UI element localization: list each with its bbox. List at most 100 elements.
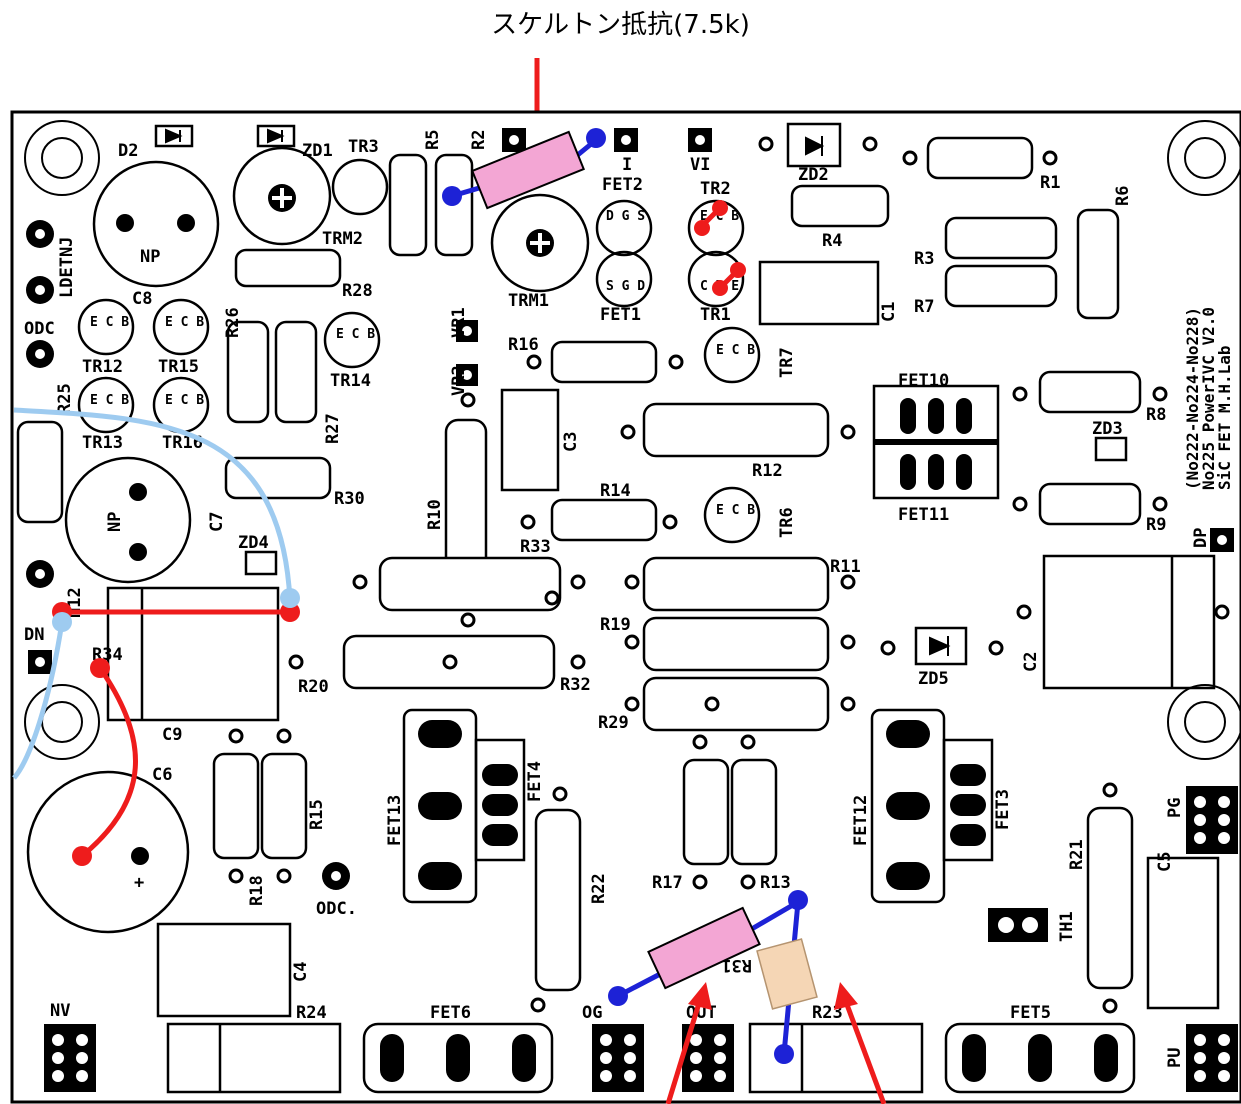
label-fet1: FET1 <box>600 305 641 325</box>
label-r21: R21 <box>1067 839 1087 870</box>
label-r28: R28 <box>342 281 373 301</box>
label-c5: C5 <box>1155 852 1175 872</box>
board-title-line3: SiC FET M.H.Lab <box>1215 346 1234 491</box>
skeleton-resistor-bottom <box>608 890 818 1064</box>
label-r12: R12 <box>752 461 783 481</box>
label-r24: R24 <box>296 1003 327 1023</box>
label-d2: D2 <box>118 141 138 161</box>
label-vr1: VR1 <box>449 307 469 338</box>
pins-tr7: E C B <box>716 343 755 358</box>
label-r5: R5 <box>423 130 443 150</box>
label-r20: R20 <box>298 677 329 697</box>
label-trm1: TRM1 <box>508 291 549 311</box>
label-zd3: ZD3 <box>1092 419 1123 439</box>
pins-fet2: D G S <box>606 209 645 224</box>
label-plus: + <box>134 873 144 893</box>
label-tr2: TR2 <box>700 179 731 199</box>
label-fet2: FET2 <box>602 175 643 195</box>
bottom-arrows <box>665 982 887 1104</box>
label-tr1: TR1 <box>700 305 731 325</box>
board-title-line1: (No222-No224-No228) <box>1183 307 1202 490</box>
label-odc-dot: ODC. <box>316 899 357 919</box>
label-r17: R17 <box>652 873 683 893</box>
label-np-c7: NP <box>105 512 125 532</box>
mount-holes <box>24 120 1241 760</box>
label-tr7: TR7 <box>777 347 797 378</box>
pins-tr16: E C B <box>165 393 204 408</box>
label-r14: R14 <box>600 481 631 501</box>
label-r16: R16 <box>508 335 539 355</box>
trimmer-trm2 <box>232 146 332 246</box>
label-trm2: TRM2 <box>322 229 363 249</box>
label-r19: R19 <box>600 615 631 635</box>
label-r25: R25 <box>55 383 75 414</box>
np-capacitor-top <box>92 160 220 288</box>
pins-fet1: S G D <box>606 279 645 294</box>
label-r1: R1 <box>1040 173 1060 193</box>
label-r31: R31 <box>721 955 752 975</box>
label-c2: C2 <box>1021 652 1041 672</box>
small-pads <box>228 136 1230 1014</box>
component-boxes <box>106 122 1220 1094</box>
label-nv: NV <box>50 1001 70 1021</box>
label-r32: R32 <box>560 675 591 695</box>
label-r33: R33 <box>520 537 551 557</box>
label-tr12: TR12 <box>82 357 123 377</box>
label-r10: R10 <box>425 499 445 530</box>
label-pg: PG <box>1165 798 1185 818</box>
pins-tr13: E C B <box>90 393 129 408</box>
label-fet6: FET6 <box>430 1003 471 1023</box>
label-r7: R7 <box>914 297 934 317</box>
label-dp: DP <box>1191 528 1211 548</box>
label-c1: C1 <box>879 302 899 322</box>
label-r11: R11 <box>830 557 861 577</box>
label-i: I <box>622 155 632 175</box>
label-r13: R13 <box>760 873 791 893</box>
label-r8: R8 <box>1146 405 1166 425</box>
label-th1: TH1 <box>1057 911 1077 942</box>
trimmer-trm1 <box>490 193 590 293</box>
label-tr3: TR3 <box>348 137 379 157</box>
capacitor-c6 <box>26 770 190 934</box>
chip-component <box>756 938 818 1010</box>
label-ldetn: LDETNJ <box>57 237 77 298</box>
label-vi: VI <box>690 155 710 175</box>
skeleton-resistor-top <box>442 128 606 210</box>
transistor-outlines <box>77 158 761 544</box>
label-np-top: NP <box>140 247 160 267</box>
label-vr2: VR2 <box>449 365 469 396</box>
label-c6: C6 <box>152 765 172 785</box>
label-r22: R22 <box>589 873 609 904</box>
label-c8: C8 <box>132 289 152 309</box>
annotation-caption: スケルトン抵抗(7.5k) <box>491 10 750 40</box>
label-c7: C7 <box>207 512 227 532</box>
label-r3: R3 <box>914 249 934 269</box>
label-dn: DN <box>24 625 44 645</box>
label-tr14: TR14 <box>330 371 371 391</box>
pins-tr14: E C B <box>336 327 375 342</box>
label-fet10: FET10 <box>898 371 949 391</box>
resistor-bodies <box>16 136 1142 992</box>
label-pu: PU <box>1165 1048 1185 1068</box>
label-zd5: ZD5 <box>918 669 949 689</box>
label-fet5: FET5 <box>1010 1003 1051 1023</box>
label-r26: R26 <box>223 307 243 338</box>
label-r27: R27 <box>323 413 343 444</box>
label-fet12: FET12 <box>851 795 871 846</box>
label-zd4: ZD4 <box>238 533 269 553</box>
label-fet3: FET3 <box>993 789 1013 830</box>
label-r18: R18 <box>247 875 267 906</box>
label-c9: C9 <box>162 725 182 745</box>
label-c4: C4 <box>291 962 311 982</box>
lightblue-wire <box>12 407 293 780</box>
diode-symbols <box>154 124 1128 666</box>
np-capacitor-c7 <box>64 456 192 584</box>
label-r29: R29 <box>598 713 629 733</box>
pins-tr12: E C B <box>90 315 129 330</box>
label-r9: R9 <box>1146 515 1166 535</box>
label-tr15: TR15 <box>158 357 199 377</box>
label-r15: R15 <box>307 799 327 830</box>
label-fet4: FET4 <box>525 761 545 802</box>
label-tr6: TR6 <box>777 507 797 538</box>
